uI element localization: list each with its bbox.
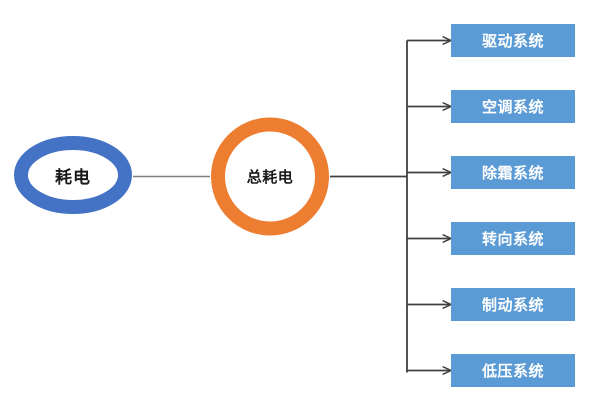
subsystem-box-4[interactable]: [451, 222, 575, 255]
subsystem-box-6[interactable]: [451, 354, 575, 387]
node-source-consumption[interactable]: [14, 136, 132, 214]
node-total-consumption[interactable]: [211, 117, 329, 236]
subsystem-box-3[interactable]: [451, 156, 575, 189]
subsystem-box-2[interactable]: [451, 90, 575, 123]
subsystem-box-5[interactable]: [451, 288, 575, 321]
subsystem-box-1[interactable]: [451, 24, 575, 57]
